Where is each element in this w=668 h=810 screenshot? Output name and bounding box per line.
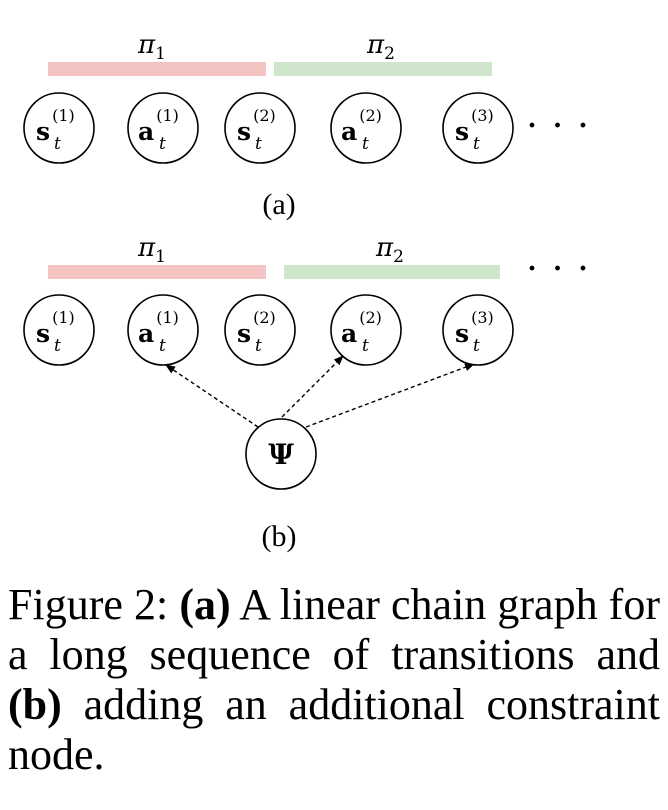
figure-caption: Figure 2: (a) A linear chain graph for a… [8, 580, 660, 780]
panel-b: π1 π2 · · · s(1)t a(1)t s(2)t [23, 233, 592, 553]
svg-text:Ψ: Ψ [268, 438, 294, 471]
panel-a-node-a2: a(2)t [330, 92, 402, 164]
panel-a-node-s2: s(2)t [224, 92, 296, 164]
caption-prefix: Figure 2: [8, 580, 180, 629]
panel-b-pi1-label: π1 [137, 233, 166, 267]
panel-b-constraint-node: Ψ [245, 418, 317, 490]
svg-text:s(1)t: s(1)t [36, 106, 75, 154]
panel-a: π1 π2 s(1)t a(1)t s(2)t a(2)t [23, 30, 592, 221]
caption-part-b-tag: (b) [8, 680, 62, 729]
edge-psi-to-a1 [165, 364, 259, 428]
panel-a-node-s3: s(3)t [442, 92, 514, 164]
panel-a-node-a1: a(1)t [127, 92, 199, 164]
panel-b-node-a2: a(2)t [330, 294, 402, 366]
svg-text:a(2)t: a(2)t [341, 106, 382, 154]
panel-b-label: (b) [262, 520, 297, 553]
panel-b-node-s1: s(1)t [23, 294, 95, 366]
panel-b-node-a1: a(1)t [127, 294, 199, 366]
panel-a-pi2-bar [274, 62, 492, 76]
panel-b-pi2-label: π2 [375, 233, 404, 267]
caption-part-b-text: adding an additional constraint node. [8, 680, 660, 779]
panel-b-node-s3: s(3)t [442, 294, 514, 366]
svg-text:a(2)t: a(2)t [341, 308, 382, 356]
panel-a-pi1-label: π1 [137, 30, 166, 64]
caption-part-a-text: A linear chain graph for a long sequence… [8, 580, 660, 679]
panel-b-pi1-bar [48, 265, 266, 279]
panel-a-pi1-bar [48, 62, 266, 76]
panel-b-node-s2: s(2)t [224, 294, 296, 366]
svg-text:s(3)t: s(3)t [455, 106, 494, 154]
svg-text:a(1)t: a(1)t [138, 106, 179, 154]
svg-text:s(2)t: s(2)t [237, 308, 276, 356]
figure-diagram: π1 π2 s(1)t a(1)t s(2)t a(2)t [23, 30, 592, 553]
edge-psi-to-a2 [281, 355, 344, 418]
svg-text:s(1)t: s(1)t [36, 308, 75, 356]
caption-part-a-tag: (a) [179, 580, 231, 629]
svg-text:a(1)t: a(1)t [138, 308, 179, 356]
edge-psi-to-s3 [305, 363, 475, 428]
panel-b-ellipsis: · · · [527, 252, 592, 285]
svg-text:s(2)t: s(2)t [237, 106, 276, 154]
panel-a-node-s1: s(1)t [23, 92, 95, 164]
svg-text:s(3)t: s(3)t [455, 308, 494, 356]
panel-a-pi2-label: π2 [366, 30, 395, 64]
panel-b-pi2-bar [284, 265, 500, 279]
panel-a-label: (a) [262, 188, 295, 221]
panel-a-ellipsis: · · · [527, 109, 592, 142]
